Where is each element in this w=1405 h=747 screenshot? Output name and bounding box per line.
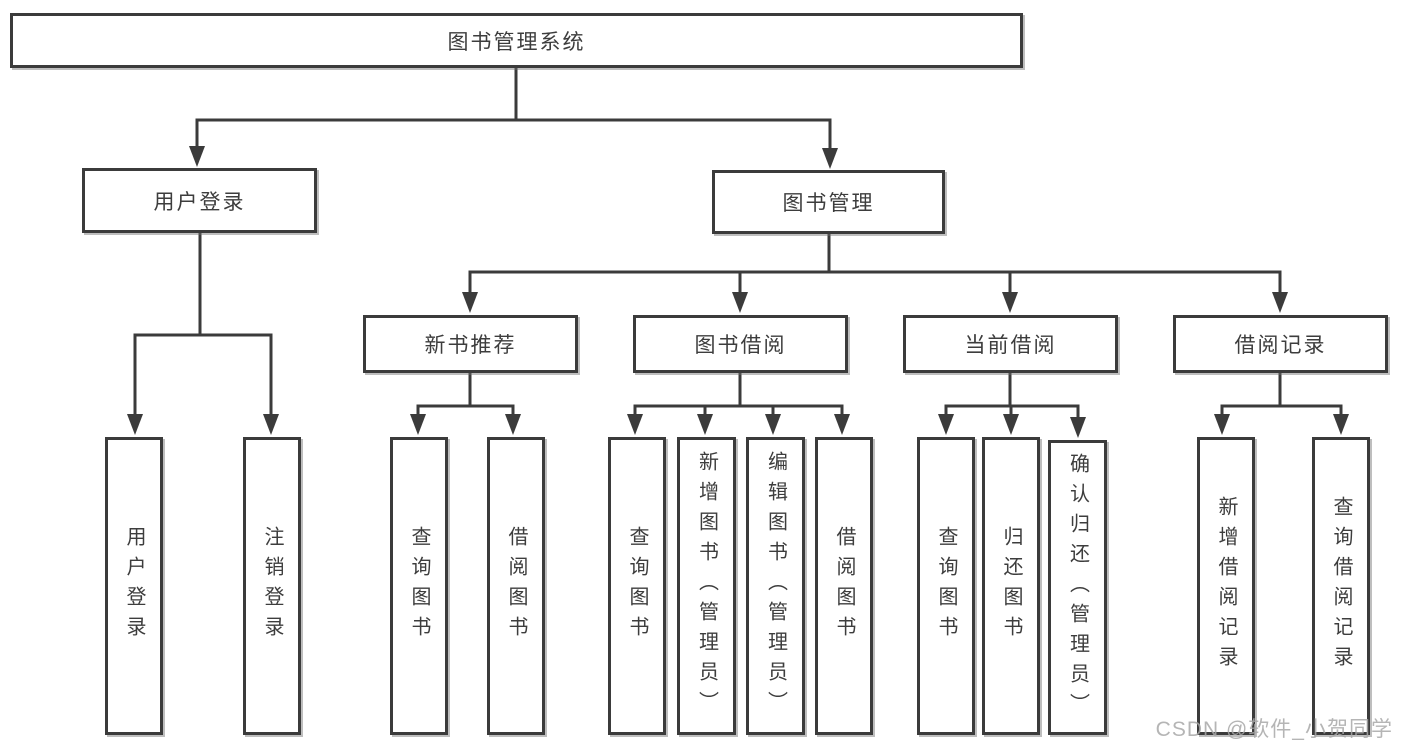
- node-user-login: 用户登录: [82, 168, 317, 233]
- node-label: 注销登录: [261, 526, 283, 646]
- connector-new-book-rec-to-leaves: [416, 373, 515, 418]
- node-label: 用户登录: [153, 190, 246, 214]
- node-label: 归还图书: [1000, 526, 1022, 646]
- node-label: 新书推荐: [424, 334, 517, 357]
- node-label: 借阅记录: [1234, 334, 1327, 357]
- node-label: 新增图书（管理员）: [695, 451, 718, 721]
- leaf-query-borrow-record: 查询借阅记录: [1312, 437, 1370, 735]
- csdn-watermark: CSDN @软件_小贺同学: [1155, 718, 1393, 741]
- connector-root-to-level2: [195, 68, 832, 152]
- node-label: 用户登录: [123, 526, 145, 646]
- connector-user-login-to-leaves: [133, 233, 273, 418]
- leaf-query-books-borrow: 查询图书: [608, 437, 666, 735]
- node-label: 当前借阅: [964, 334, 1057, 357]
- connector-current-borrow-to-leaves: [944, 373, 1080, 421]
- connector-book-borrow-to-leaves: [633, 373, 844, 418]
- node-label: 借阅图书: [505, 526, 527, 646]
- leaf-query-books-rec: 查询图书: [390, 437, 448, 735]
- connector-borrow-records-to-leaves: [1220, 373, 1343, 418]
- node-label: 查询图书: [935, 526, 957, 646]
- node-new-book-recommendation: 新书推荐: [363, 315, 578, 373]
- node-current-borrowing: 当前借阅: [903, 315, 1118, 373]
- leaf-confirm-return-admin: 确认归还（管理员）: [1048, 440, 1107, 735]
- node-label: 图书借阅: [694, 334, 787, 357]
- node-library-management-system: 图书管理系统: [10, 13, 1023, 68]
- node-label: 图书管理: [782, 192, 875, 215]
- node-label: 图书管理系统: [447, 30, 586, 54]
- node-label: 查询图书: [626, 526, 648, 646]
- leaf-add-books-admin: 新增图书（管理员）: [677, 437, 736, 735]
- leaf-borrow-books: 借阅图书: [815, 437, 873, 735]
- node-book-management: 图书管理: [712, 170, 945, 234]
- leaf-logout: 注销登录: [243, 437, 301, 735]
- node-label: 编辑图书（管理员）: [764, 451, 787, 721]
- leaf-query-books-current: 查询图书: [917, 437, 975, 735]
- node-borrowing-records: 借阅记录: [1173, 315, 1388, 373]
- node-book-borrowing: 图书借阅: [633, 315, 848, 373]
- connector-book-mgmt-to-level3: [468, 234, 1282, 296]
- leaf-add-borrow-record: 新增借阅记录: [1197, 437, 1255, 735]
- node-label: 借阅图书: [833, 526, 855, 646]
- leaf-return-books: 归还图书: [982, 437, 1040, 735]
- node-label: 查询图书: [408, 526, 430, 646]
- leaf-user-login: 用户登录: [105, 437, 163, 735]
- node-label: 查询借阅记录: [1330, 496, 1352, 676]
- node-label: 新增借阅记录: [1215, 496, 1237, 676]
- leaf-borrow-books-rec: 借阅图书: [487, 437, 545, 735]
- node-label: 确认归还（管理员）: [1066, 452, 1089, 723]
- leaf-edit-books-admin: 编辑图书（管理员）: [746, 437, 805, 735]
